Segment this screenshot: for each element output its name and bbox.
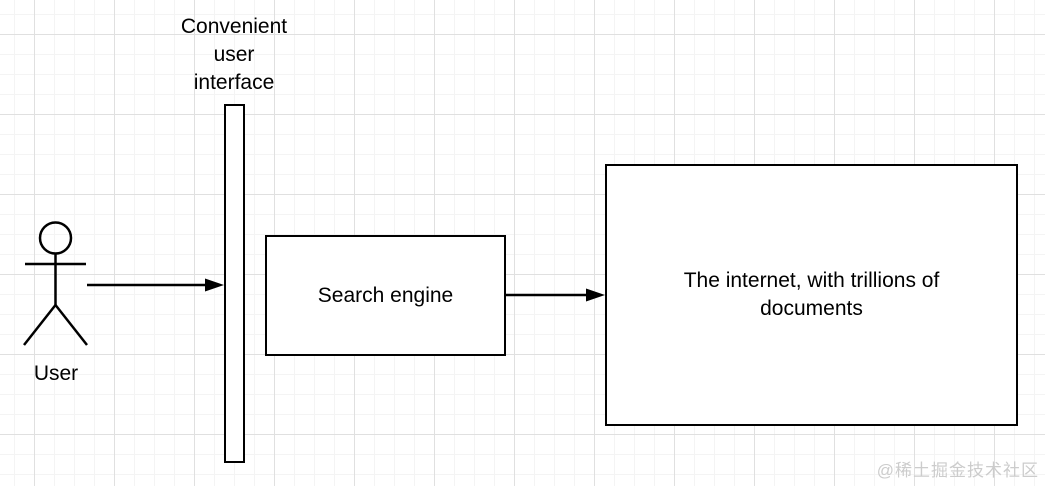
search-engine-box: Search engine <box>265 235 506 356</box>
internet-box: The internet, with trillions of document… <box>605 164 1018 426</box>
arrow-search-to-internet <box>506 288 605 302</box>
internet-label: The internet, with trillions of document… <box>683 269 940 320</box>
interface-bar-shape <box>224 104 245 463</box>
interface-label: Convenient user interface <box>180 15 288 94</box>
search-engine-label: Search engine <box>317 283 454 307</box>
watermark-text: @稀土掘金技术社区 <box>876 461 1039 480</box>
arrow-user-to-interface <box>87 278 224 292</box>
user-actor-icon <box>23 221 88 346</box>
user-actor-label: User <box>33 362 79 385</box>
